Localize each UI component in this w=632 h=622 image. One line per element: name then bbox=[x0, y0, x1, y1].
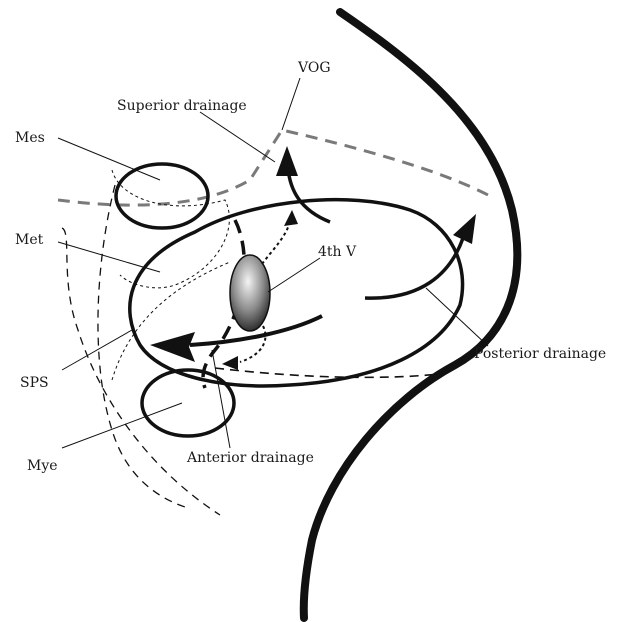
skull-contour bbox=[304, 12, 518, 618]
leader-mes bbox=[58, 138, 160, 180]
label-mes: Mes bbox=[15, 130, 45, 146]
fourth-ventricle bbox=[230, 255, 270, 331]
anterior-drainage-arrowhead bbox=[150, 332, 195, 362]
leader-superior-drainage bbox=[200, 112, 275, 162]
dotted-descending-arrowhead bbox=[222, 356, 238, 370]
label-superior-drainage: Superior drainage bbox=[117, 98, 247, 114]
leader-vog bbox=[282, 78, 300, 130]
superior-drainage-arrowhead bbox=[276, 146, 298, 176]
leader-sps bbox=[62, 330, 132, 370]
label-met: Met bbox=[15, 232, 44, 248]
tentorium-dashed-line bbox=[58, 130, 490, 205]
mes-ellipse bbox=[116, 164, 208, 228]
dotted-ascending-vessel bbox=[262, 222, 290, 264]
leader-lines bbox=[58, 78, 488, 448]
leader-met bbox=[58, 242, 160, 272]
leader-mye bbox=[62, 403, 182, 448]
label-fourth-v: 4th V bbox=[318, 244, 357, 260]
leader-fourth-v bbox=[268, 258, 320, 292]
dotted-ascending-arrowhead bbox=[284, 210, 298, 226]
label-anterior-drainage: Anterior drainage bbox=[186, 450, 314, 466]
label-mye: Mye bbox=[27, 458, 58, 474]
label-sps: SPS bbox=[20, 375, 49, 391]
lateral-dashed-vessel bbox=[215, 368, 440, 377]
label-vog: VOG bbox=[297, 60, 331, 76]
superior-drainage-arrow bbox=[288, 168, 330, 222]
posterior-drainage-arrow bbox=[365, 238, 463, 298]
posterior-drainage-arrowhead bbox=[453, 214, 476, 244]
label-posterior-drainage: Posterior drainage bbox=[474, 346, 606, 362]
mye-ellipse bbox=[142, 370, 234, 436]
